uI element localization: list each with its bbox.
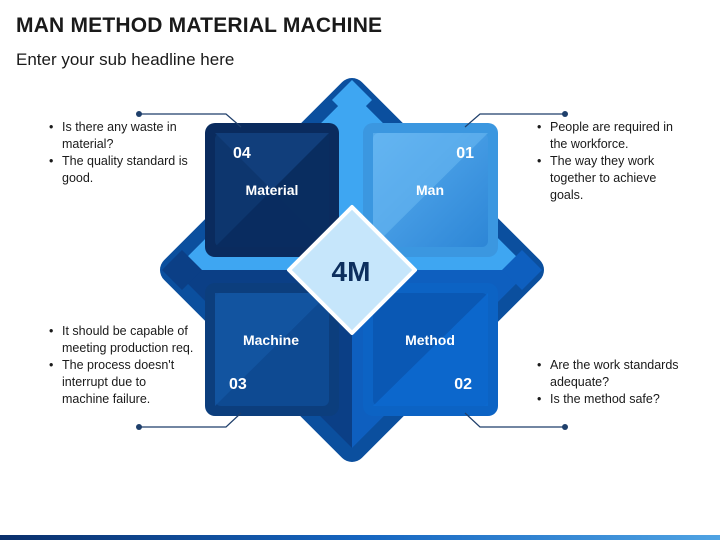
man-label: Man	[416, 182, 444, 198]
diamond-tip-right	[502, 250, 542, 290]
bullet-item: Is the method safe?	[534, 391, 684, 408]
quadrant-method	[363, 283, 498, 416]
center-label: 4M	[332, 256, 371, 287]
machine-label: Machine	[243, 332, 299, 348]
connector-machine	[139, 412, 242, 428]
bullet-item: Is there any waste in material?	[46, 119, 196, 153]
bullet-item: It should be capable of meeting producti…	[46, 323, 196, 357]
method-number: 02	[454, 376, 472, 393]
material-label: Material	[246, 182, 299, 198]
material-number: 04	[233, 145, 251, 162]
center-diamond	[287, 205, 417, 335]
connector-man	[464, 113, 565, 128]
bullet-item: The way they work together to achieve go…	[534, 153, 684, 204]
connector-dot-material	[136, 111, 142, 117]
page-subtitle: Enter your sub headline here	[16, 50, 235, 69]
bullet-item: People are required in the workforce.	[534, 119, 684, 153]
footer-accent-bar	[0, 535, 720, 540]
man-bullets: People are required in the workforce. Th…	[534, 119, 684, 204]
material-bullets: Is there any waste in material? The qual…	[46, 119, 196, 187]
page-title: MAN METHOD MATERIAL MACHINE	[16, 14, 383, 37]
quadrant-machine	[205, 283, 339, 416]
connector-dot-machine	[136, 424, 142, 430]
diamond-tip-top	[332, 80, 372, 120]
man-number: 01	[456, 145, 474, 162]
bullet-item: The process doesn't interrupt due to mac…	[46, 357, 196, 408]
connector-dot-man	[562, 111, 568, 117]
quadrant-material	[205, 123, 339, 257]
quadrant-man	[363, 123, 498, 257]
method-label: Method	[405, 332, 455, 348]
bullet-item: Are the work standards adequate?	[534, 357, 684, 391]
machine-bullets: It should be capable of meeting producti…	[46, 323, 196, 408]
connector-material	[139, 113, 242, 128]
connector-method	[464, 412, 565, 428]
method-bullets: Are the work standards adequate? Is the …	[534, 357, 684, 408]
connector-dot-method	[562, 424, 568, 430]
connectors	[139, 113, 565, 428]
machine-number: 03	[229, 376, 247, 393]
bullet-item: The quality standard is good.	[46, 153, 196, 187]
diamond-tip-left	[162, 250, 202, 290]
